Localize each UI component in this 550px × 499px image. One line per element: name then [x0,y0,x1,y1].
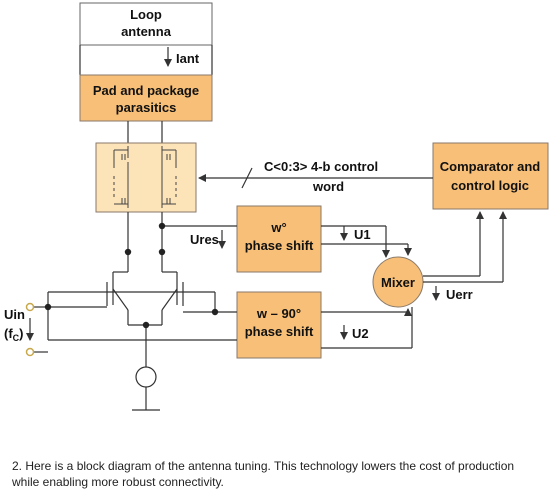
comparator-label-1: Comparator and [440,159,540,174]
control-word-label-1: C<0:3> 4-b control [264,159,378,174]
loop-antenna-label-1: Loop [130,7,162,22]
capacitor-bank-block [95,142,197,213]
u1-label: U1 [354,227,371,242]
input-terminal-top [25,302,35,312]
pad-package-block: Pad and package parasitics [79,74,213,122]
comparator-block: Comparator and control logic [432,142,549,210]
pad-to-capbank-wires [127,121,163,143]
mixer-label: Mixer [381,275,415,290]
uin-label: Uin [4,307,25,322]
control-word-label-2: word [312,179,344,194]
phase-shift-w-label-2: phase shift [245,238,314,253]
comparator-label-2: control logic [451,178,529,193]
figure-caption: 2. Here is a block diagram of the antenn… [12,459,515,489]
antenna-wires [79,45,213,75]
fc-label: (fC) [4,326,24,343]
loop-antenna-label-2: antenna [121,24,172,39]
pad-package-label-1: Pad and package [93,83,199,98]
current-source-icon [135,366,157,388]
phase-shift-w90-block: w – 90° phase shift [236,291,322,359]
pad-package-label-2: parasitics [116,100,177,115]
input-terminal-bottom [25,347,35,357]
junction-dots [44,222,219,329]
ures-label: Ures [190,232,219,247]
uerr-label: Uerr [446,287,473,302]
control-word-bus [198,167,433,189]
circuit-wires [26,211,507,411]
loop-antenna-block: Loop antenna [79,2,213,46]
capacitor-bank-symbols [113,146,177,208]
iant-label: Iant [176,51,200,66]
u2-label: U2 [352,326,369,341]
phase-shift-w90-label-1: w – 90° [256,306,301,321]
mixer-block: Mixer [372,256,424,308]
phase-shift-w90-label-2: phase shift [245,324,314,339]
antenna-tuning-diagram: Loop antenna Iant Pad and package parasi… [4,2,549,411]
phase-shift-w-label-1: w° [270,220,286,235]
phase-shift-w-block: w° phase shift [236,205,322,273]
